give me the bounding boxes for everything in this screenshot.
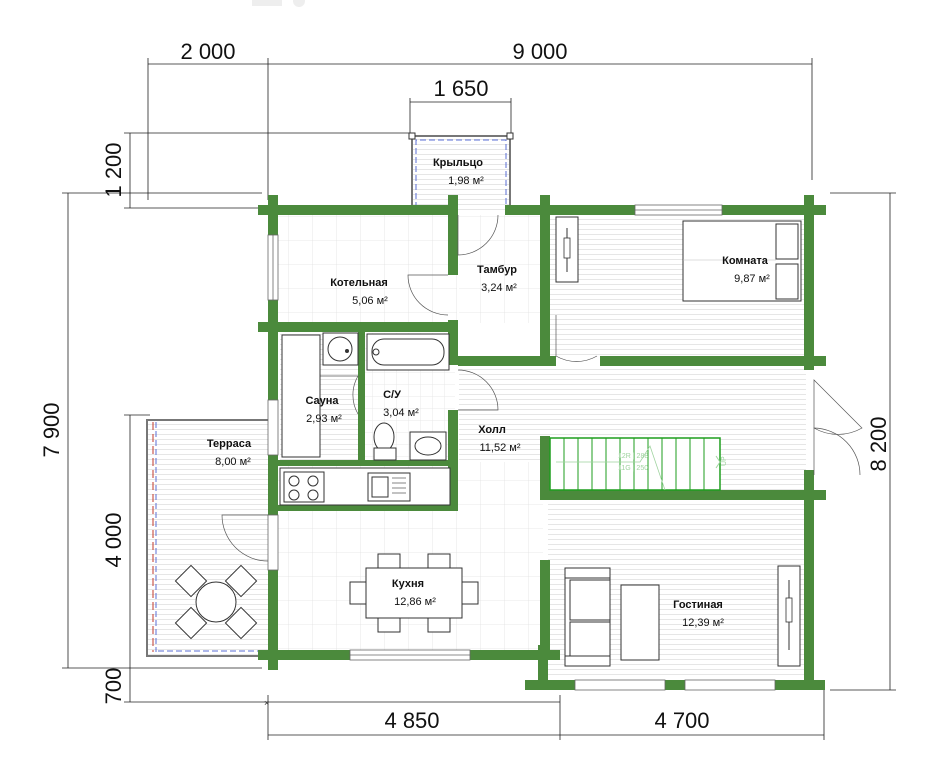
terrace-area: 8,00 м²	[215, 456, 251, 468]
bed	[682, 220, 802, 302]
sauna-stove	[322, 332, 359, 366]
dim-porch-depth: 1 200	[101, 142, 126, 197]
coffee-table	[620, 584, 660, 661]
vestibule-name: Тамбур	[477, 264, 517, 276]
wardrobe	[555, 216, 579, 283]
dim-bottom-offset: 700	[101, 668, 126, 705]
dim-porch-width: 1 650	[433, 76, 488, 101]
terrace-railing	[146, 419, 268, 657]
stairs	[549, 437, 721, 491]
kitchen-area: 12,86 м²	[394, 596, 436, 608]
living-name: Гостиная	[673, 599, 723, 611]
dim-bottom-left: 4 850	[384, 708, 439, 733]
hall-area: 11,52 м²	[480, 442, 521, 454]
sauna-area: 2,93 м²	[306, 413, 342, 425]
room-area: 9,87 м²	[734, 273, 770, 285]
kitchen-counter	[279, 467, 451, 506]
dim-bottom-right: 4 700	[654, 708, 709, 733]
sauna-name: Сауна	[305, 395, 339, 407]
dimension-lines	[62, 58, 896, 740]
boiler-area: 5,06 м²	[352, 295, 388, 307]
bathroom-name: С/У	[383, 389, 401, 401]
porch-railing	[408, 132, 514, 208]
stairs-label-g: 11G | 250	[618, 465, 648, 472]
vestibule-area: 3,24 м²	[481, 282, 517, 294]
porch-floor	[412, 136, 510, 210]
bathtub	[366, 333, 450, 371]
dim-left-total: 7 900	[39, 402, 64, 457]
stairs-label-r: 12R | 288	[618, 453, 648, 460]
room-name: Комната	[722, 255, 769, 267]
dim-terrace-depth: 4 000	[101, 512, 126, 567]
kitchen-name: Кухня	[392, 578, 424, 590]
sofa	[564, 567, 611, 667]
windows	[267, 204, 776, 691]
doors	[221, 214, 863, 562]
walls	[258, 195, 826, 690]
hall-name: Холл	[478, 424, 506, 436]
terrace-name: Терраса	[207, 438, 252, 450]
bathroom-sink	[409, 431, 447, 461]
dim-top-left: 2 000	[180, 39, 235, 64]
dim-right-total: 8 200	[866, 416, 891, 471]
sauna-bench	[281, 334, 321, 458]
stairs-up-label: UP	[721, 456, 728, 466]
living-wardrobe	[777, 565, 801, 667]
dining-table	[349, 553, 479, 633]
porch-area: 1,98 м²	[448, 175, 484, 187]
vestibule-floor	[459, 215, 545, 323]
toilet	[373, 422, 397, 461]
boiler-name: Котельная	[330, 277, 388, 289]
living-area: 12,39 м²	[682, 617, 724, 629]
bathroom-area: 3,04 м²	[383, 407, 419, 419]
dim-top-main: 9 000	[512, 39, 567, 64]
boiler-floor	[277, 215, 457, 327]
porch-name: Крыльцо	[433, 157, 483, 169]
terrace-table	[174, 564, 258, 640]
dim-cross-mark: ×	[264, 698, 269, 708]
